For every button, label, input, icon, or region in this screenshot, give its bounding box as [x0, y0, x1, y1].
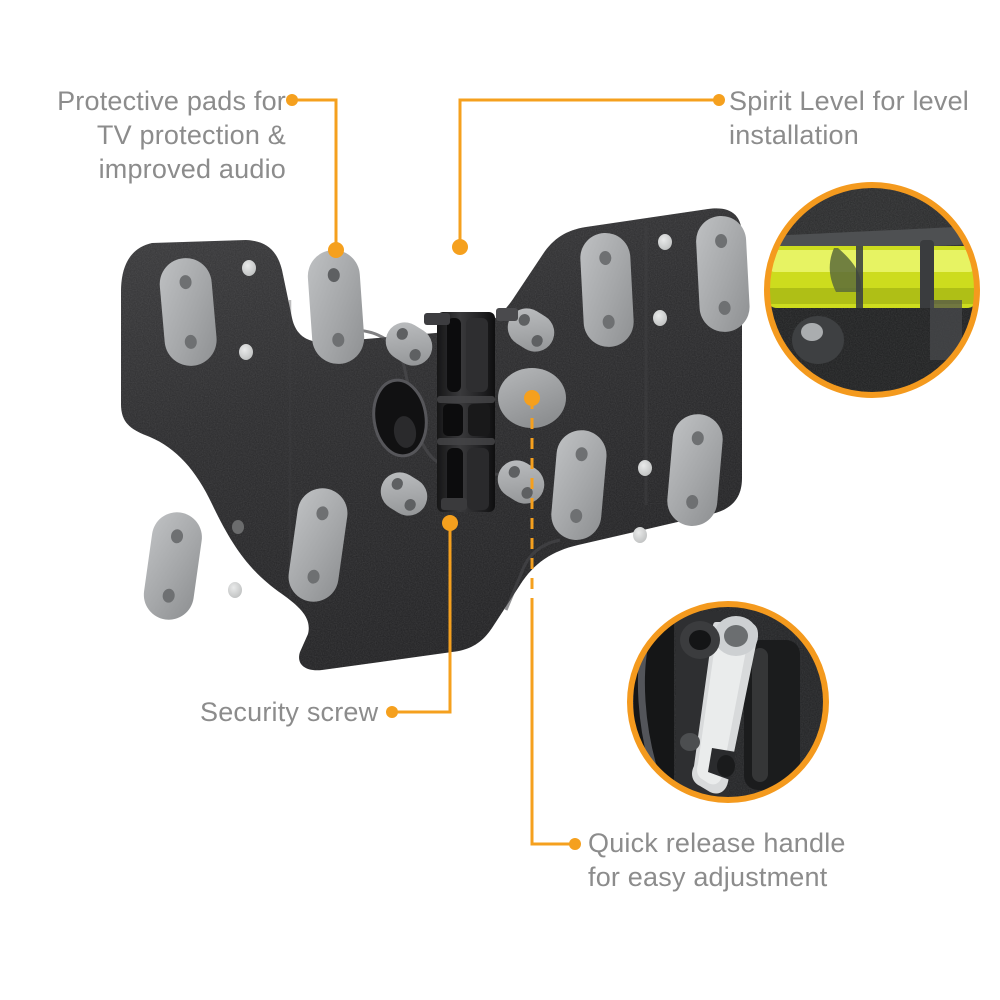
leader-spirit-level	[458, 98, 714, 247]
leader-security-screw	[397, 523, 452, 714]
leader-quick-release-solid	[530, 600, 570, 846]
protective-pads	[143, 215, 750, 620]
callout-dots	[286, 94, 725, 850]
center-column	[424, 308, 518, 512]
dot-quick-release-target	[524, 390, 540, 406]
plate-holes	[228, 234, 672, 598]
spirit-level-inset	[764, 182, 980, 398]
quick-release-inset	[627, 601, 829, 803]
dot-protective-pads-target	[328, 242, 344, 258]
dot-security-screw-target	[442, 515, 458, 531]
callout-label-protective-pads: Protective pads for TV protection & impr…	[57, 86, 286, 184]
small-mount-pads	[380, 308, 555, 516]
callout-label-quick-release: Quick release handle for easy adjustment	[588, 828, 846, 892]
leader-protective-pads	[297, 98, 338, 250]
dot-protective-pads-text	[286, 94, 298, 106]
spirit-level-inset-ring	[764, 182, 980, 398]
dot-quick-release-text	[569, 838, 581, 850]
dot-spirit-level-text	[713, 94, 725, 106]
bracket-plate	[121, 208, 742, 671]
dot-security-screw-text	[386, 706, 398, 718]
callout-label-spirit-level: Spirit Level for level installation	[729, 86, 970, 150]
callout-leaders	[297, 98, 714, 846]
callout-label-security-screw: Security screw	[200, 697, 379, 727]
quick-release-inset-ring	[627, 601, 829, 803]
dot-spirit-level-target	[452, 239, 468, 255]
